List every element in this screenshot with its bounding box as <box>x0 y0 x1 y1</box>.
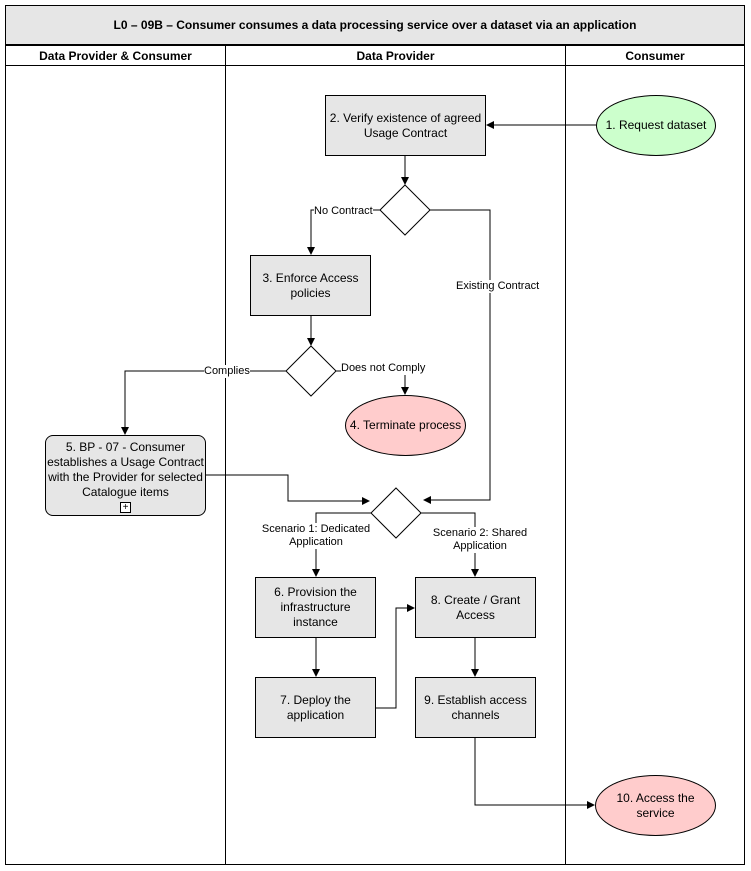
edge-9-10 <box>474 738 595 809</box>
expand-marker-icon[interactable]: + <box>120 502 131 513</box>
task-enforce-access-policies: 3. Enforce Access policies <box>250 255 371 316</box>
task-create-grant-access: 8. Create / Grant Access <box>415 577 536 638</box>
edge-label-complies: Complies <box>204 365 250 378</box>
edge-label-scenario-1: Scenario 1: Dedicated Application <box>261 523 371 549</box>
edge-label-no-contract: No Contract <box>314 205 373 218</box>
edge-label-existing-contract: Existing Contract <box>456 280 540 293</box>
lane-header-provider: Data Provider <box>225 45 566 66</box>
task-provision-infrastructure: 6. Provision the infrastructure instance <box>255 577 376 638</box>
end-event-access-service: 10. Access the service <box>595 775 716 836</box>
start-event-request-dataset: 1. Request dataset <box>596 95 716 156</box>
task-verify-usage-contract: 2. Verify existence of agreed Usage Cont… <box>325 95 486 156</box>
lane-header-provider-consumer: Data Provider & Consumer <box>5 45 226 66</box>
edge-gw1-merge <box>423 209 491 504</box>
edge-5-merge <box>205 474 370 505</box>
edge-merge-6 <box>312 512 396 577</box>
diagram-title: L0 – 09B – Consumer consumes a data proc… <box>5 5 745 45</box>
gateway-contract-check <box>379 184 431 236</box>
subprocess-label: 5. BP - 07 - Consumer establishes a Usag… <box>47 440 204 499</box>
edge-label-does-not-comply: Does not Comply <box>341 362 426 375</box>
task-establish-access-channels: 9. Establish access channels <box>415 677 536 738</box>
lane-consumer <box>565 66 745 865</box>
gateway-merge-scenarios <box>370 487 422 539</box>
edge-label-scenario-2: Scenario 2: Shared Application <box>432 527 528 553</box>
edge-gw2-5 <box>121 370 286 435</box>
lane-header-consumer: Consumer <box>565 45 745 66</box>
gateway-policy-check <box>285 345 337 397</box>
end-event-terminate-process: 4. Terminate process <box>345 395 466 456</box>
subprocess-usage-contract: 5. BP - 07 - Consumer establishes a Usag… <box>45 435 206 516</box>
edge-7-8 <box>376 604 415 709</box>
edge-merge-8 <box>396 512 479 577</box>
task-deploy-application: 7. Deploy the application <box>255 677 376 738</box>
